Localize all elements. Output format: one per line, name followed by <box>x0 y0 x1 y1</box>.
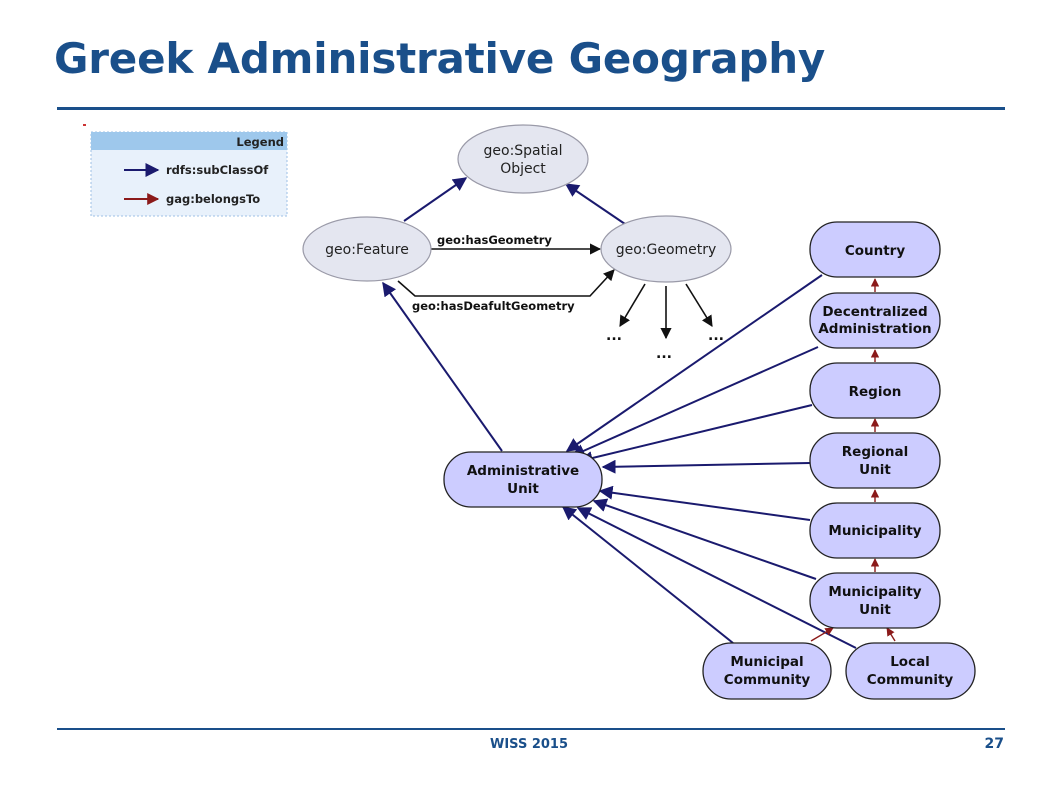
node-label-line2: Unit <box>859 462 891 478</box>
geo-node-geometry: geo:Geometry <box>600 215 732 283</box>
edge-local-community-admin <box>576 507 857 649</box>
node-label-line2: Community <box>724 672 811 688</box>
ellipsis-3: ... <box>708 328 724 344</box>
node-label-line2: Community <box>867 672 954 688</box>
gag-node-municipality-unit: Municipality Unit <box>809 572 941 629</box>
gag-node-decentralized-administration: Decentralized Administration <box>809 292 941 349</box>
edge-municipality-admin <box>598 485 811 521</box>
legend: Legend rdfs:subClassOf gag:belongsTo <box>90 131 288 217</box>
edge-region-admin <box>578 404 813 465</box>
node-label-line2: Unit <box>859 602 891 618</box>
node-label: Region <box>849 384 902 400</box>
gag-node-administrative-unit: Administrative Unit <box>443 451 603 508</box>
footer-divider <box>57 728 1005 730</box>
belongs-edges <box>810 278 896 642</box>
edge-geometry-sub3 <box>685 283 713 327</box>
edge-geometry-spatial <box>564 183 626 225</box>
gag-node-regional-unit: Regional Unit <box>809 432 941 489</box>
node-label-line2: Administration <box>818 321 931 337</box>
node-label-line1: geo:Spatial <box>484 143 563 159</box>
node-label-line1: Local <box>890 654 930 670</box>
legend-belongs-label: gag:belongsTo <box>166 192 260 206</box>
gag-node-municipal-community: Municipal Community <box>702 642 832 700</box>
title-divider <box>57 107 1005 110</box>
gag-node-municipality: Municipality <box>809 502 941 559</box>
geo-node-feature: geo:Feature <box>302 216 432 282</box>
node-label: Country <box>845 243 906 259</box>
node-label: geo:Feature <box>325 242 409 258</box>
gag-node-country: Country <box>809 221 941 278</box>
legend-marker-dot <box>83 124 86 126</box>
legend-header <box>91 132 287 150</box>
edge-has-default-geometry <box>397 269 615 297</box>
edge-label-has-geometry: geo:hasGeometry <box>437 233 552 247</box>
edge-decentralized-admin <box>570 346 819 458</box>
footer-event: WISS 2015 <box>489 737 569 752</box>
legend-subclass-label: rdfs:subClassOf <box>166 163 269 177</box>
edge-municipal-community-admin <box>561 506 734 644</box>
slide-title: Greek Administrative Geography <box>54 34 826 83</box>
gag-node-region: Region <box>809 362 941 419</box>
node-label: Municipality <box>828 523 921 539</box>
gag-node-local-community: Local Community <box>845 642 976 700</box>
edge-geometry-sub1 <box>619 283 646 327</box>
page-number: 27 <box>984 736 1004 752</box>
node-label-line2: Unit <box>507 481 539 497</box>
edge-municipal-community-mu <box>810 627 834 642</box>
edge-local-community-mu <box>886 627 896 642</box>
geo-edges: geo:hasGeometry geo:hasDeafultGeometry .… <box>397 177 724 362</box>
edge-admin-feature <box>382 281 503 452</box>
node-label-line1: Decentralized <box>822 304 927 320</box>
subclass-edges <box>382 274 857 649</box>
node-label-line1: Regional <box>842 444 908 460</box>
node-label-line1: Municipal <box>730 654 803 670</box>
edge-feature-spatial <box>403 177 468 222</box>
node-label-line2: Object <box>500 161 546 177</box>
node-label-line1: Administrative <box>467 463 579 479</box>
legend-title: Legend <box>236 135 284 149</box>
ellipsis-2: ... <box>656 346 672 362</box>
geo-node-spatial-object: geo:Spatial Object <box>457 124 589 194</box>
edge-regional-unit-admin <box>601 459 811 474</box>
edge-country-admin <box>565 274 823 452</box>
edge-municipality-unit-admin <box>592 498 817 580</box>
node-label-line1: Municipality <box>828 584 921 600</box>
edge-label-has-default-geometry: geo:hasDeafultGeometry <box>412 299 575 313</box>
node-label: geo:Geometry <box>616 242 717 258</box>
ellipsis-1: ... <box>606 328 622 344</box>
